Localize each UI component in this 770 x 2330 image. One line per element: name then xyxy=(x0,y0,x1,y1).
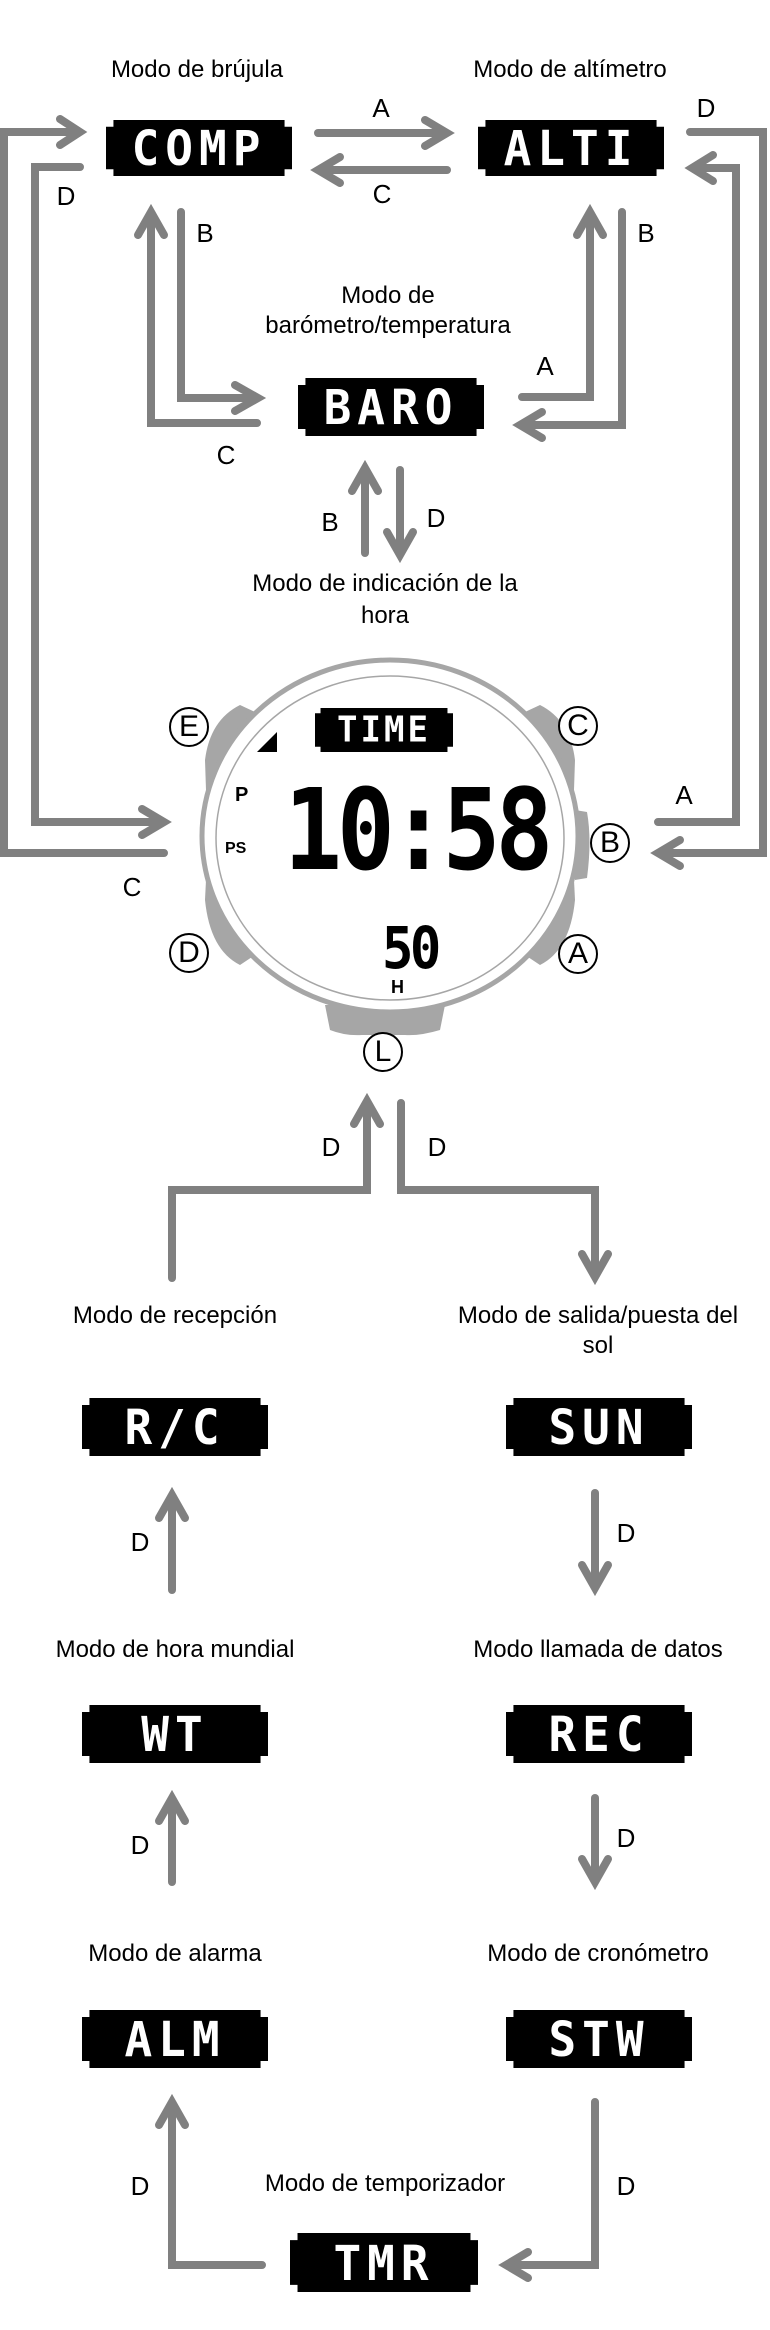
mode-display-stw-text: STW xyxy=(548,2010,650,2068)
mode-label-data-recall: Modo llamada de datos xyxy=(473,1636,723,1663)
transition-label-time-to-comp: C xyxy=(122,872,142,902)
transition-label-alti-to-time: D xyxy=(696,93,716,123)
mode-display-rec-text: REC xyxy=(548,1705,650,1763)
mode-display-alti: ALTI xyxy=(478,120,664,176)
button-c[interactable]: C xyxy=(558,706,598,746)
transition-label-alti-to-baro: B xyxy=(637,218,655,248)
mode-display-sun: SUN xyxy=(506,1398,692,1456)
mode-display-tmr: TMR xyxy=(290,2233,478,2292)
indicator-ps: PS xyxy=(225,840,247,857)
transition-label-baro-to-comp: C xyxy=(216,440,236,470)
transition-label-comp-to-baro: B xyxy=(196,218,214,248)
transition-label-alti-to-comp: C xyxy=(372,179,392,209)
mode-display-rc-text: R/C xyxy=(124,1398,226,1456)
mode-label-world-time: Modo de hora mundial xyxy=(55,1636,295,1663)
mode-display-tmr-text: TMR xyxy=(333,2234,435,2291)
mode-label-time-line1: Modo de indicación de la xyxy=(252,570,518,597)
mode-label-baro-line1: Modo de xyxy=(341,282,435,309)
watch-seconds: 50 xyxy=(382,914,441,982)
button-b[interactable]: B xyxy=(590,823,630,863)
transition-label-alm-to-wt: D xyxy=(130,1830,150,1860)
mode-display-alm: ALM xyxy=(82,2010,268,2068)
indicator-h: H xyxy=(391,977,404,997)
watch-time-main: 10:58 xyxy=(284,766,553,896)
mode-label-timer: Modo de temporizador xyxy=(264,2170,506,2197)
transition-label-comp-to-time: D xyxy=(56,181,76,211)
transition-label-time-to-alti: A xyxy=(675,780,693,810)
transition-label-stw-to-tmr: D xyxy=(616,2171,636,2201)
mode-display-baro: BARO xyxy=(298,378,484,436)
mode-label-baro-line2: barómetro/temperatura xyxy=(265,312,511,339)
watch-mode-display-time-text: TIME xyxy=(337,709,431,751)
transition-label-rec-to-stw: D xyxy=(616,1823,636,1853)
transition-label-time-to-baro: B xyxy=(321,507,339,537)
mode-label-time-line2: hora xyxy=(360,602,410,629)
transition-label-wt-to-rc: D xyxy=(130,1527,150,1557)
button-l[interactable]: L xyxy=(363,1032,403,1072)
mode-label-sun-line1: Modo de salida/puesta del xyxy=(457,1302,739,1329)
button-a[interactable]: A xyxy=(558,934,598,974)
mode-display-comp: COMP xyxy=(106,120,292,176)
mode-label-compass: Modo de brújula xyxy=(110,56,284,83)
mode-label-sun-line2: sol xyxy=(582,1332,614,1359)
mode-display-baro-text: BARO xyxy=(323,378,459,436)
transition-label-sun-to-rec: D xyxy=(616,1518,636,1548)
transition-label-baro-to-time: D xyxy=(426,503,446,533)
mode-display-stw: STW xyxy=(506,2010,692,2068)
mode-display-wt-text: WT xyxy=(141,1705,209,1763)
mode-display-alti-text: ALTI xyxy=(503,119,639,177)
mode-display-wt: WT xyxy=(82,1705,268,1763)
mode-display-rc: R/C xyxy=(82,1398,268,1456)
watch-mode-display-time: TIME xyxy=(315,708,453,752)
mode-display-sun-text: SUN xyxy=(548,1398,650,1456)
mode-display-comp-text: COMP xyxy=(131,119,267,177)
button-e[interactable]: E xyxy=(169,707,209,747)
transition-label-rc-to-time: D xyxy=(321,1132,341,1162)
mode-label-altimeter: Modo de altímetro xyxy=(473,56,667,83)
mode-label-reception: Modo de recepción xyxy=(72,1302,278,1329)
transition-label-comp-to-alti: A xyxy=(372,93,390,123)
mode-label-stopwatch: Modo de cronómetro xyxy=(487,1940,709,1967)
indicator-p: P xyxy=(235,784,249,806)
mode-display-rec: REC xyxy=(506,1705,692,1763)
transition-label-time-to-sun: D xyxy=(427,1132,447,1162)
transition-label-baro-to-alti: A xyxy=(536,351,554,381)
button-d[interactable]: D xyxy=(169,933,209,973)
mode-label-alarm: Modo de alarma xyxy=(88,1940,262,1967)
transition-label-tmr-to-alm: D xyxy=(130,2171,150,2201)
mode-display-alm-text: ALM xyxy=(124,2010,226,2068)
